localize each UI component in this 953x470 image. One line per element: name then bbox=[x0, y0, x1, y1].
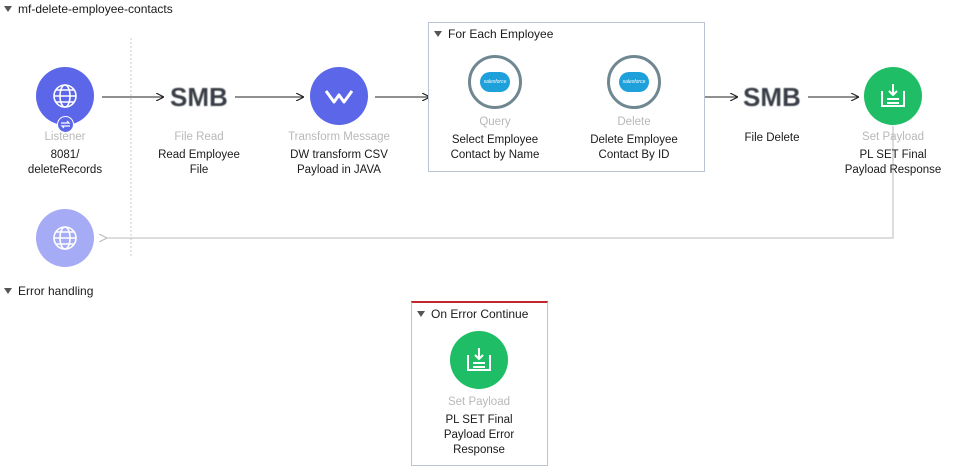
listener-label-line2: deleteRecords bbox=[27, 164, 103, 176]
set-payload-icon bbox=[467, 348, 491, 371]
query-type: Query bbox=[479, 116, 511, 128]
listener-label: 8081/deleteRecords bbox=[10, 148, 120, 178]
error-set-payload-label-line1: PL SET Final bbox=[445, 414, 513, 426]
set-payload-node[interactable] bbox=[864, 67, 922, 125]
error-set-payload-node[interactable] bbox=[450, 331, 508, 389]
set-payload-label-line1: PL SET Final bbox=[859, 149, 927, 161]
delete-type: Delete bbox=[617, 116, 651, 128]
collapse-triangle-icon[interactable] bbox=[4, 288, 12, 294]
for-each-title[interactable]: For Each Employee bbox=[434, 27, 553, 41]
transform-label-line1: DW transform CSV bbox=[290, 149, 388, 161]
file-delete-smb-icon[interactable]: SMB bbox=[743, 82, 801, 112]
error-handling-title[interactable]: Error handling bbox=[4, 284, 93, 298]
set-payload-type: Set Payload bbox=[861, 131, 924, 143]
error-set-payload-label-line3: Response bbox=[453, 444, 505, 456]
query-label-line1: Select Employee bbox=[451, 134, 539, 146]
query-node[interactable]: salesforce bbox=[468, 55, 522, 109]
file-read-smb-icon[interactable]: SMB bbox=[170, 82, 228, 112]
error-set-payload-type: Set Payload bbox=[447, 396, 510, 408]
transform-type: Transform Message bbox=[288, 131, 390, 143]
listener-response-node[interactable] bbox=[36, 209, 94, 267]
on-error-continue-title[interactable]: On Error Continue bbox=[417, 307, 528, 321]
listener-label-line1: 8081/ bbox=[50, 149, 80, 161]
transform-label-line2: Payload in JAVA bbox=[297, 164, 381, 176]
file-read-label-line2: File bbox=[189, 164, 209, 176]
delete-label-line2: Contact By ID bbox=[598, 149, 670, 161]
delete-node[interactable]: salesforce bbox=[607, 55, 661, 109]
listener-node[interactable] bbox=[36, 67, 94, 125]
collapse-triangle-icon[interactable] bbox=[434, 31, 442, 37]
listener-type: Listener bbox=[44, 131, 86, 143]
dataweave-icon bbox=[324, 90, 354, 104]
for-each-title-text: For Each Employee bbox=[448, 27, 554, 41]
collapse-triangle-icon[interactable] bbox=[4, 6, 12, 12]
set-payload-icon bbox=[881, 84, 905, 107]
delete-label-line1: Delete Employee bbox=[590, 134, 678, 146]
collapse-triangle-icon[interactable] bbox=[417, 311, 425, 317]
query-label-line2: Contact by Name bbox=[450, 149, 540, 161]
salesforce-cloud-icon: salesforce bbox=[480, 72, 510, 92]
flow-title-text: mf-delete-employee-contacts bbox=[18, 2, 173, 16]
globe-icon bbox=[53, 226, 77, 250]
return-path bbox=[106, 126, 894, 238]
file-read-label-line1: Read Employee bbox=[158, 149, 240, 161]
flow-title[interactable]: mf-delete-employee-contacts bbox=[4, 2, 173, 16]
file-read-type: File Read bbox=[174, 131, 224, 143]
file-delete-label: File Delete bbox=[744, 132, 800, 144]
transform-label: DW transform CSV Payload in JAVA bbox=[274, 148, 404, 178]
on-error-continue-title-text: On Error Continue bbox=[431, 307, 529, 321]
exchange-icon bbox=[57, 116, 74, 133]
globe-icon bbox=[53, 84, 77, 108]
transform-node[interactable] bbox=[310, 67, 368, 125]
error-handling-title-text: Error handling bbox=[18, 284, 94, 298]
set-payload-label-line2: Payload Response bbox=[844, 164, 942, 176]
error-set-payload-label-line2: Payload Error bbox=[443, 429, 515, 441]
salesforce-cloud-icon: salesforce bbox=[619, 72, 649, 92]
